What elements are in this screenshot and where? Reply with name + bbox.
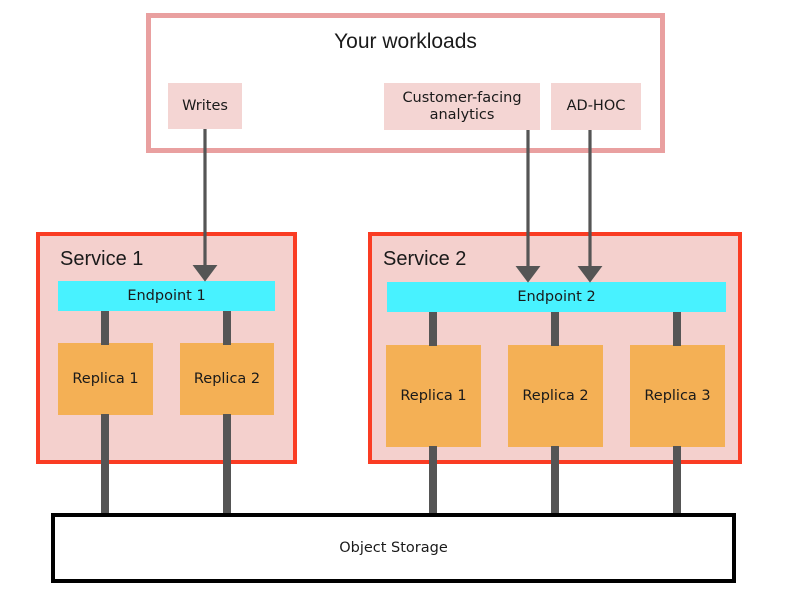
service-1-replica-2[interactable]: Replica 2 bbox=[180, 343, 274, 415]
connector-s2-replica3-storage bbox=[673, 446, 681, 515]
endpoint-1[interactable]: Endpoint 1 bbox=[58, 281, 275, 311]
workloads-title: Your workloads bbox=[334, 30, 477, 53]
endpoint-2[interactable]: Endpoint 2 bbox=[387, 282, 726, 312]
connector-endpoint2-replica3 bbox=[673, 312, 681, 346]
service-2-replica-2[interactable]: Replica 2 bbox=[508, 345, 603, 447]
service-1-replica-1[interactable]: Replica 1 bbox=[58, 343, 153, 415]
service-2-replica-1[interactable]: Replica 1 bbox=[386, 345, 481, 447]
connector-s1-replica2-storage bbox=[223, 414, 231, 515]
connector-s1-replica1-storage bbox=[101, 414, 109, 515]
service-2-replica-3[interactable]: Replica 3 bbox=[630, 345, 725, 447]
service-2-label: Service 2 bbox=[383, 248, 467, 270]
workload-chip-ad-hoc[interactable]: AD-HOC bbox=[551, 83, 641, 130]
connector-endpoint2-replica2 bbox=[551, 312, 559, 346]
connector-endpoint1-replica2 bbox=[223, 311, 231, 345]
connector-endpoint1-replica1 bbox=[101, 311, 109, 345]
service-1-label: Service 1 bbox=[60, 248, 144, 270]
connector-s2-replica1-storage bbox=[429, 446, 437, 515]
connector-s2-replica2-storage bbox=[551, 446, 559, 515]
connector-endpoint2-replica1 bbox=[429, 312, 437, 346]
workload-chip-writes[interactable]: Writes bbox=[168, 83, 242, 129]
object-storage-box[interactable]: Object Storage bbox=[51, 513, 736, 583]
workload-chip-customer-facing-analytics[interactable]: Customer-facing analytics bbox=[384, 83, 540, 130]
